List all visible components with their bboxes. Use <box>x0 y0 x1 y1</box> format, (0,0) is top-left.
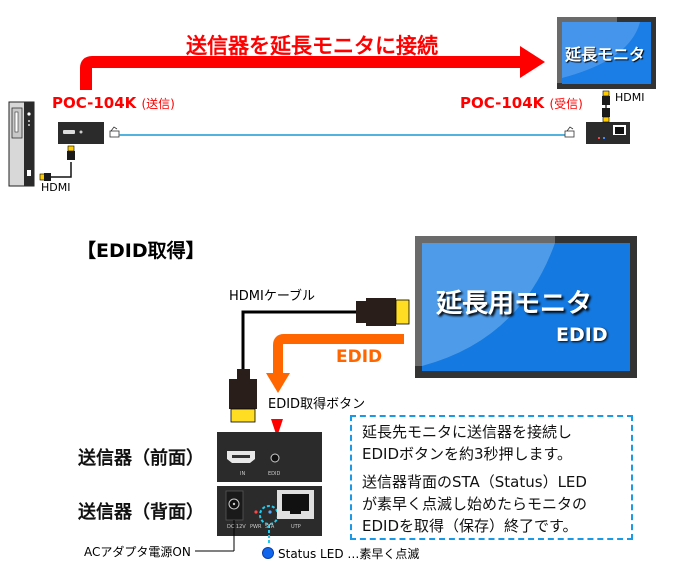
top-title: 送信器を延長モニタに接続 <box>186 34 438 58</box>
edid-arrow <box>266 334 404 393</box>
port-pwr-label: PWR <box>250 524 262 530</box>
hdmi-label-left: HDMI <box>41 181 71 194</box>
edid-button-label: EDID取得ボタン <box>268 397 366 412</box>
status-led-label: Status LED …素早く点滅 <box>278 547 420 561</box>
instructions-box: 延長先モニタに送信器を接続し EDIDボタンを約3秒押します。 送信器背面のST… <box>350 415 633 540</box>
connect-arrow <box>80 46 545 90</box>
receiver-model: POC-104K <box>460 94 545 112</box>
edid-section-title: 【EDID取得】 <box>77 240 205 262</box>
hdmi-cable-right <box>602 90 610 123</box>
ac-adapter-label: ACアダプタ電源ON <box>84 545 191 559</box>
utp-cable <box>109 126 575 138</box>
edid-arrow-label: EDID <box>336 347 383 367</box>
instruction-line: EDIDを取得（保存）終了です。 <box>362 517 578 535</box>
sender-model: POC-104K <box>52 94 137 112</box>
receiver-role: (受信) <box>549 97 583 111</box>
hdmi-cable-label: HDMIケーブル <box>229 289 316 304</box>
sender-back-label: 送信器（背面） <box>78 502 204 523</box>
port-utp-label: UTP <box>291 524 301 530</box>
hdmi-cable-left <box>39 145 75 181</box>
port-in-label: IN <box>240 471 246 477</box>
port-edid-label: EDID <box>268 471 281 477</box>
hdmi-cable-edid <box>229 298 410 423</box>
extension-monitor-large <box>415 236 637 378</box>
monitor-large-sub: EDID <box>556 324 608 346</box>
pc-tower-icon <box>8 101 35 187</box>
port-sta-label: STA <box>265 524 275 530</box>
receiver-device-icon <box>586 122 630 144</box>
status-led-icon <box>262 547 274 559</box>
edid-button-pointer <box>271 419 283 437</box>
hdmi-label-right: HDMI <box>615 91 645 104</box>
monitor-small-label: 延長モニタ <box>565 45 646 64</box>
instruction-line: EDIDボタンを約3秒押します。 <box>362 445 573 463</box>
receiver-model-label: POC-104K (受信) <box>460 94 583 112</box>
port-dc-label: DC 12V <box>227 524 246 530</box>
instruction-line: 延長先モニタに送信器を接続し <box>362 423 573 441</box>
sender-device-icon <box>58 122 104 144</box>
extension-monitor-small <box>557 17 656 89</box>
sender-front-label: 送信器（前面） <box>78 448 204 469</box>
instruction-line: 送信器背面のSTA（Status）LED <box>362 473 587 491</box>
instruction-line: が素早く点滅し始めたらモニタの <box>362 495 588 513</box>
sender-model-label: POC-104K (送信) <box>52 94 175 112</box>
sender-role: (送信) <box>141 97 175 111</box>
monitor-large-label: 延長用モニタ <box>436 289 593 319</box>
sender-front-panel <box>217 432 322 482</box>
